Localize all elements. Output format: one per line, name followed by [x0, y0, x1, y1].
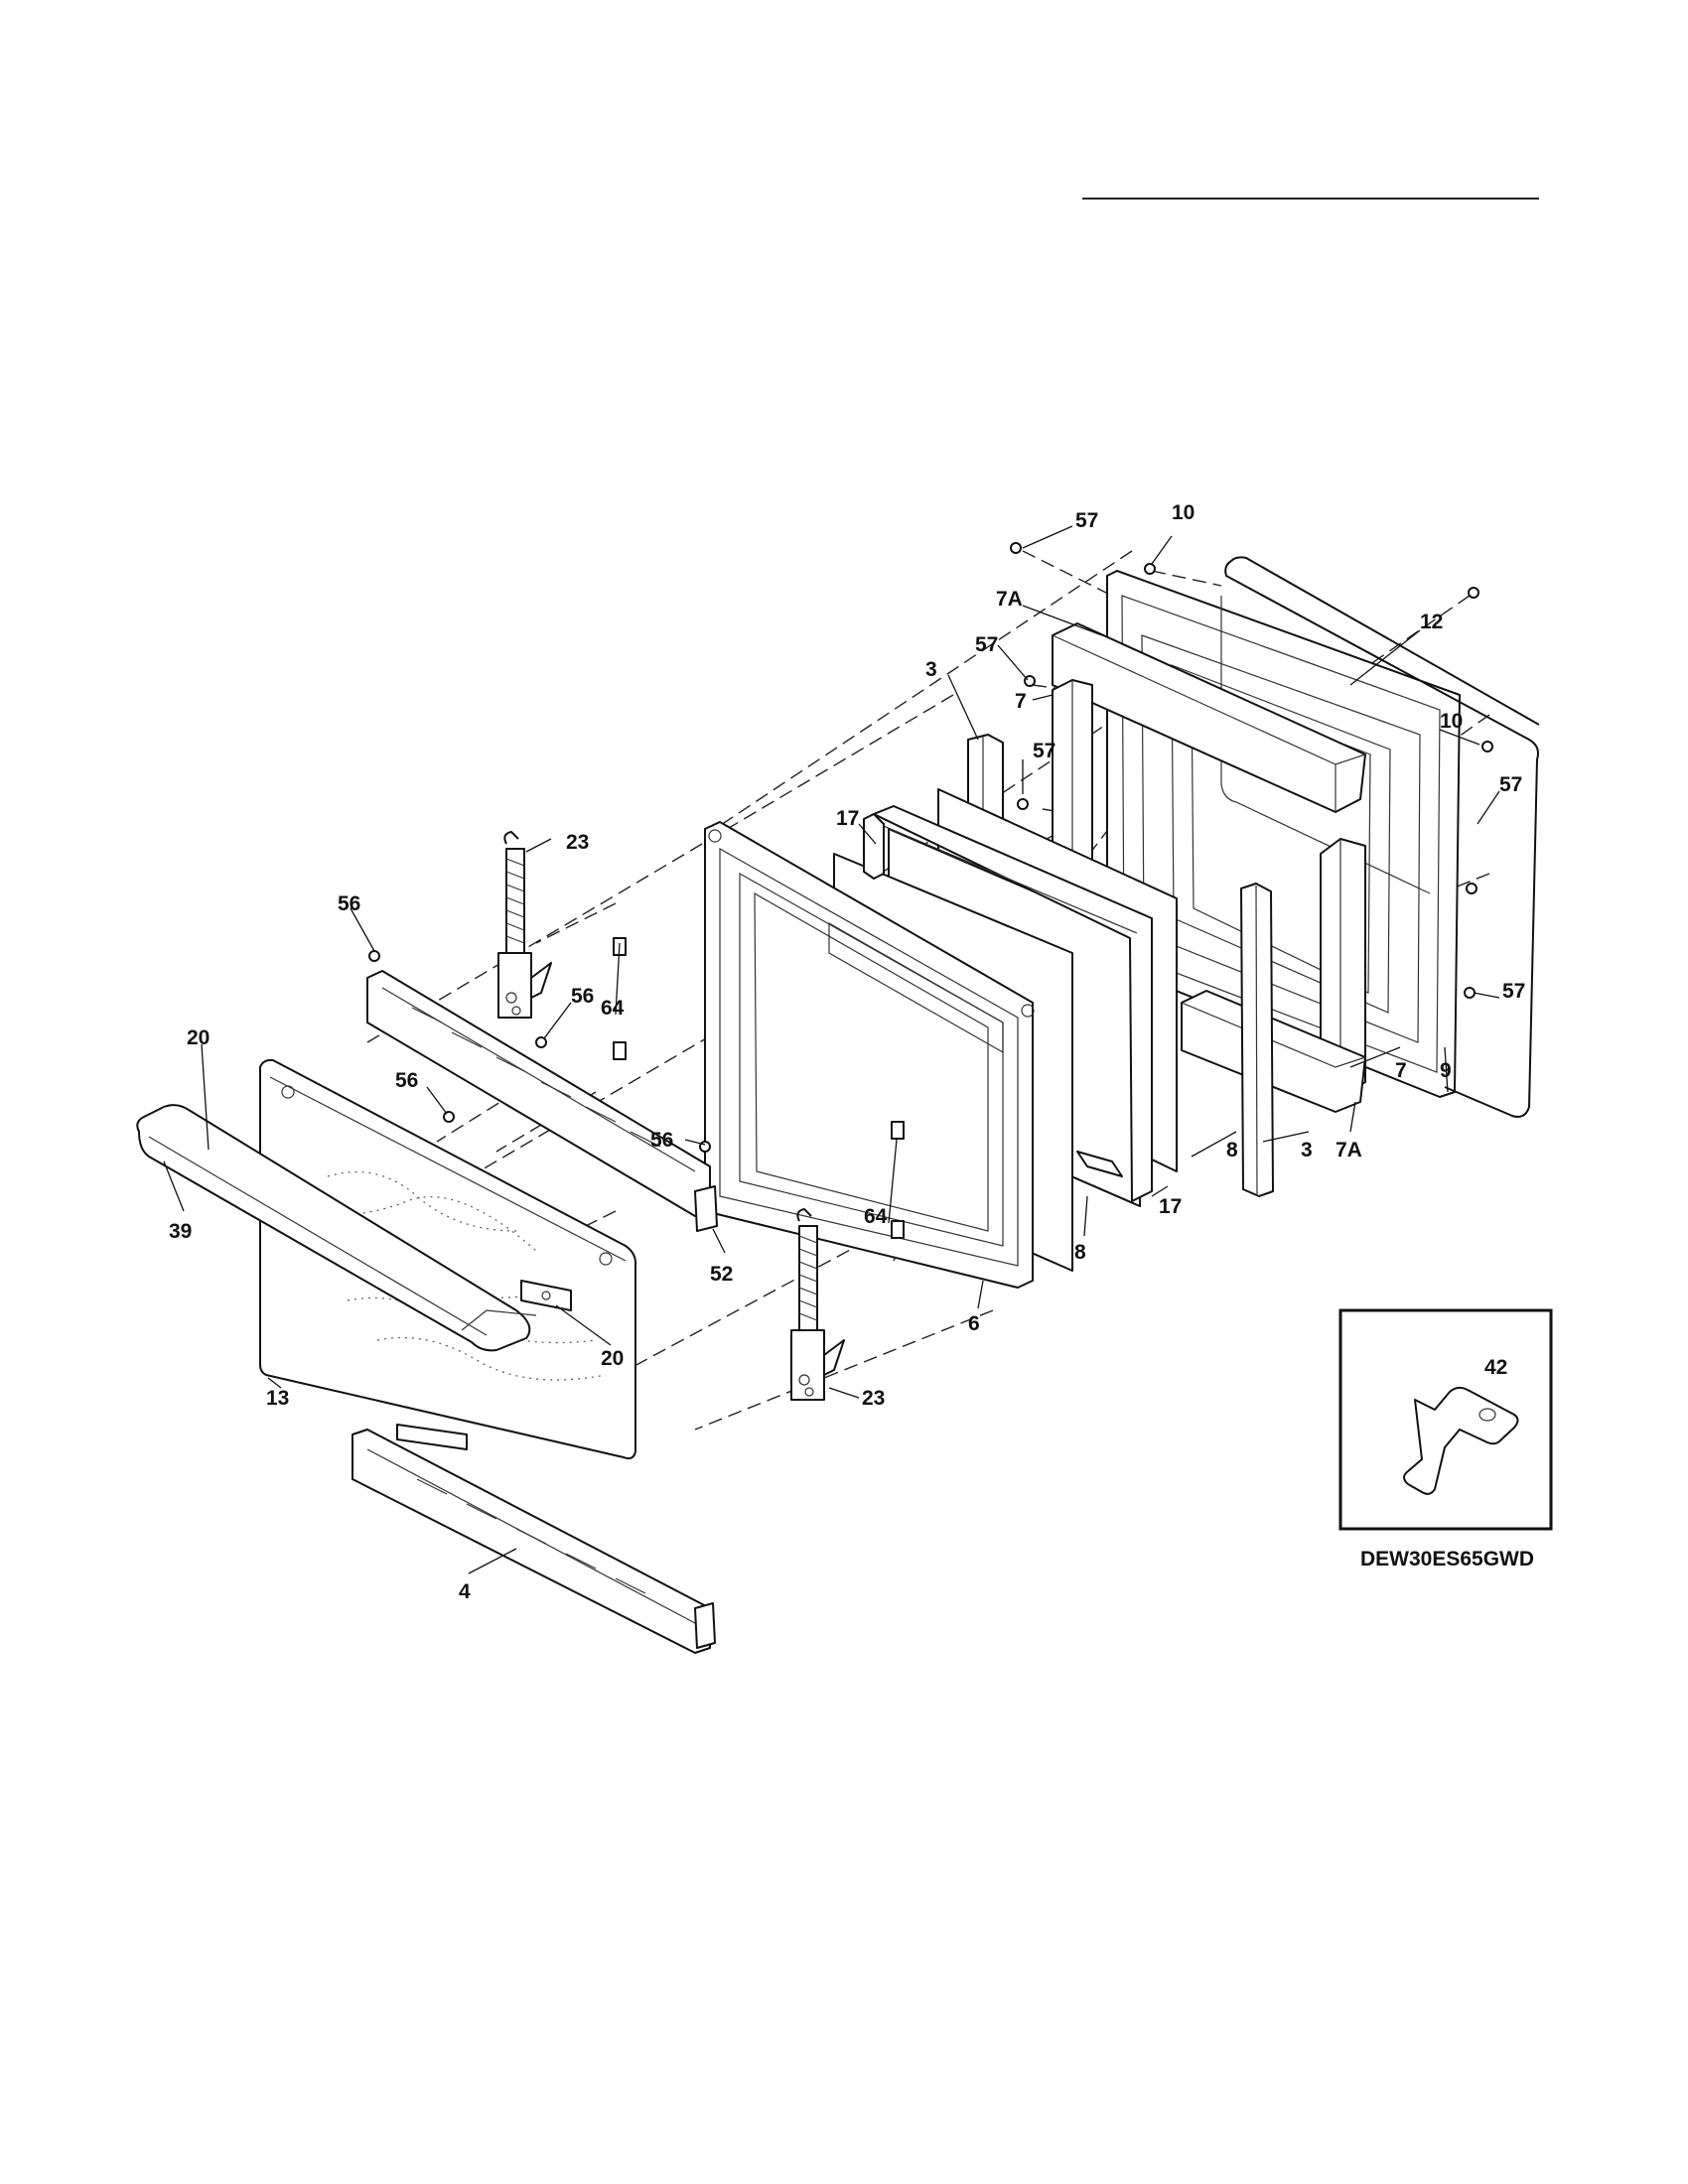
leader-lines	[163, 525, 1500, 1574]
part-label-p13: 13	[266, 1387, 289, 1410]
header-rule	[1082, 198, 1539, 200]
bottom-vent-trim	[352, 1429, 716, 1654]
part-label-p57d: 57	[1499, 773, 1522, 796]
part-label-p64b: 64	[864, 1205, 888, 1228]
inset-part-label: 42	[1484, 1356, 1507, 1379]
part-label-p4: 4	[459, 1580, 471, 1603]
part-label-p8b: 8	[1074, 1241, 1086, 1264]
part-label-p7Ab: 7A	[1336, 1139, 1362, 1161]
door-hinges	[497, 831, 845, 1401]
door-gasket	[1220, 556, 1540, 1118]
part-label-p56a: 56	[338, 892, 360, 915]
part-label-p57c: 57	[1033, 740, 1055, 762]
part-label-p7a: 7	[1015, 690, 1027, 713]
part-label-p57b: 57	[975, 633, 998, 656]
part-label-p56d: 56	[650, 1129, 673, 1152]
part-label-p10b: 10	[1440, 710, 1463, 733]
part-label-p20a: 20	[187, 1026, 210, 1049]
part-label-p10a: 10	[1172, 501, 1195, 524]
part-label-p64a: 64	[601, 997, 625, 1020]
part-label-p7Aa: 7A	[996, 588, 1023, 611]
door-handle	[136, 1104, 537, 1352]
part-label-p57a: 57	[1075, 509, 1098, 532]
part-label-p56c: 56	[395, 1069, 418, 1092]
part-label-p9: 9	[1440, 1059, 1452, 1082]
inset-box: 42	[1338, 1308, 1553, 1531]
part-label-p56b: 56	[571, 985, 594, 1008]
part-label-p7b: 7	[1395, 1059, 1407, 1082]
part-label-p17a: 17	[836, 807, 859, 830]
part-label-p8a: 8	[1226, 1139, 1238, 1161]
part-label-p3a: 3	[925, 658, 937, 681]
part-label-p17b: 17	[1159, 1195, 1182, 1218]
clip-bracket-icon	[1403, 1386, 1519, 1495]
part-label-p23b: 23	[862, 1387, 885, 1410]
part-label-p20b: 20	[601, 1347, 624, 1370]
part-label-p6: 6	[968, 1312, 980, 1335]
fasteners	[368, 542, 1493, 1239]
model-number: DEW30ES65GWD	[1360, 1548, 1534, 1570]
part-label-p12: 12	[1420, 611, 1443, 633]
part-label-p39: 39	[169, 1220, 192, 1243]
part-label-p23a: 23	[566, 831, 589, 854]
top-vent-trim	[366, 970, 718, 1232]
part-label-p3b: 3	[1301, 1139, 1313, 1161]
part-label-p52: 52	[710, 1263, 733, 1286]
part-label-p57e: 57	[1502, 980, 1525, 1003]
